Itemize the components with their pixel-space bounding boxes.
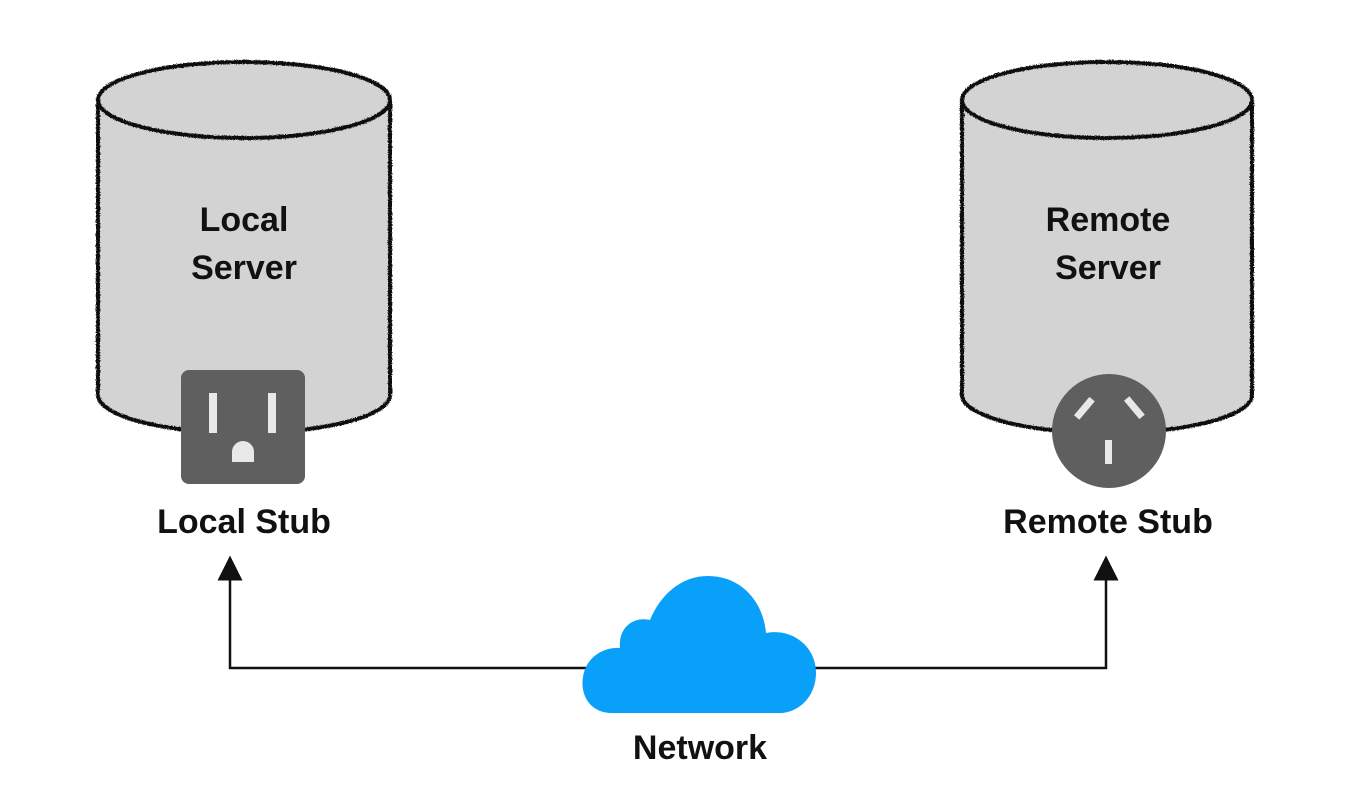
au-outlet-icon [1052, 374, 1166, 488]
local-server-label: Local Server [114, 196, 374, 292]
network-label: Network [632, 729, 768, 767]
connector-remote [800, 555, 1119, 670]
local-server-cylinder [96, 60, 392, 435]
remote-stub-label: Remote Stub [1003, 503, 1213, 541]
us-outlet-icon [181, 370, 305, 484]
local-server-label-line2: Server [191, 249, 297, 287]
connector-local [217, 555, 600, 670]
remote-server-cylinder [960, 60, 1254, 435]
local-stub-label: Local Stub [157, 503, 331, 541]
cloud-icon [582, 576, 816, 713]
remote-server-label-line1: Remote [1045, 201, 1171, 239]
remote-server-label-line2: Server [1055, 249, 1161, 287]
remote-server-label: Remote Server [978, 196, 1238, 292]
local-server-label-line1: Local [199, 201, 289, 239]
